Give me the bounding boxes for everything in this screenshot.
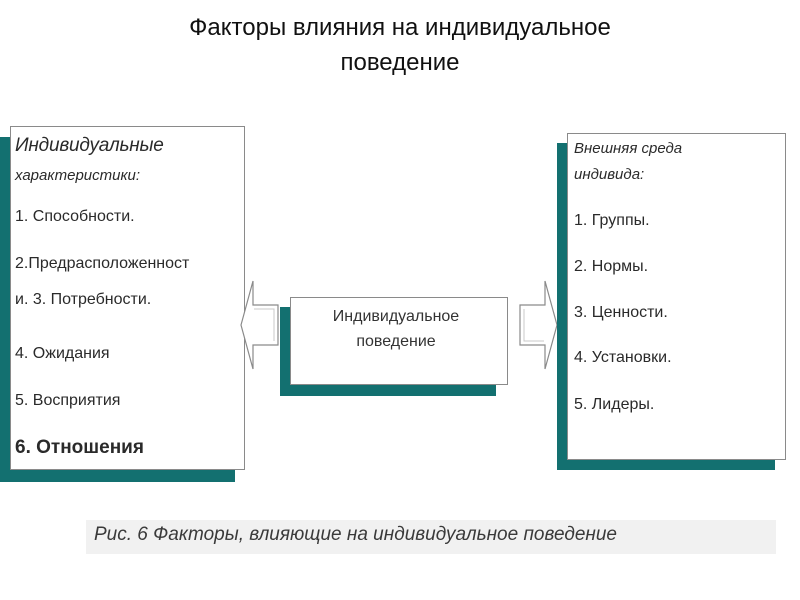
left-box-subtitle: характеристики: xyxy=(15,167,141,184)
right-item-2: 2. Нормы. xyxy=(574,258,649,275)
title-line-1: Факторы влияния на индивидуальное xyxy=(189,14,611,41)
external-environment-box: Внешняя среда индивида: 1. Группы. 2. Но… xyxy=(567,133,786,460)
individual-characteristics-box: Индивидуальные характеристики: 1. Способ… xyxy=(10,126,245,470)
title-line-2: поведение xyxy=(340,49,460,76)
figure-caption-strip: Рис. 6 Факторы, влияющие на индивидуальн… xyxy=(86,520,776,554)
center-line-1: Индивидуальное xyxy=(332,308,460,325)
left-item-4: 4. Ожидания xyxy=(15,345,110,362)
center-line-2: поведение xyxy=(356,333,436,350)
left-item-1: 1. Способности. xyxy=(15,208,135,225)
right-item-5: 5. Лидеры. xyxy=(574,396,655,413)
figure-caption: Рис. 6 Факторы, влияющие на индивидуальн… xyxy=(94,524,618,545)
right-item-4: 4. Установки. xyxy=(574,349,672,366)
right-item-3: 3. Ценности. xyxy=(574,304,668,321)
left-item-5: 5. Восприятия xyxy=(15,392,121,409)
right-box-title-1: Внешняя среда xyxy=(574,140,683,157)
left-box-title: Индивидуальные xyxy=(15,135,164,156)
arrow-left-icon xyxy=(240,280,279,370)
left-item-2: 2.Предрасположенност xyxy=(15,255,190,272)
right-box-title-2: индивида: xyxy=(574,166,645,183)
center-box-text: Индивидуальное поведение xyxy=(291,304,501,354)
arrow-right-icon xyxy=(519,280,558,370)
right-item-1: 1. Группы. xyxy=(574,212,650,229)
left-item-6: 6. Отношения xyxy=(15,437,144,458)
left-item-3: и. 3. Потребности. xyxy=(15,291,152,308)
individual-behavior-box: Индивидуальное поведение xyxy=(290,297,508,385)
diagram-title: Факторы влияния на индивидуальное поведе… xyxy=(0,10,800,80)
